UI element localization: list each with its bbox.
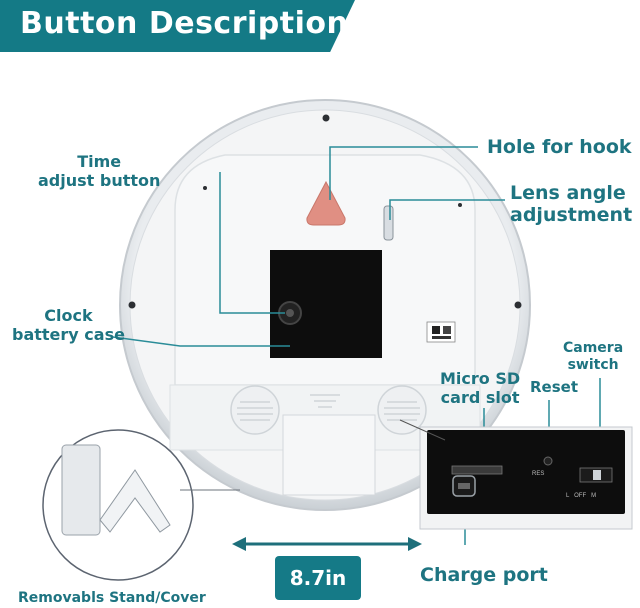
vent-mark [310,394,340,408]
label-lens: Lens angle adjustment [510,182,633,226]
label-reset: Reset [530,378,578,396]
stand-illustration [61,444,171,536]
stand-slot [282,414,376,496]
label-stand: Removabls Stand/Cover [18,590,206,606]
zoom-connector [399,419,446,441]
label-battery-case: Clock battery case [12,306,125,344]
label-camera-switch: Camera switch [563,340,624,373]
header-banner [0,0,355,52]
hook-hole [306,180,346,226]
lens-adjuster [383,205,394,241]
right-grille [377,385,427,435]
label-hook: Hole for hook [487,136,632,158]
inset-zoom [419,426,633,530]
screw-holes [128,114,522,309]
left-grille [230,385,280,435]
label-charge-port: Charge port [420,564,548,586]
dimension-arrow [232,537,422,551]
res-marking: RES [532,471,545,477]
label-time-adjust: Time adjust button [38,152,161,190]
switch-marking: L OFF M [566,493,597,499]
dimension-badge: 8.7in [275,556,361,600]
label-sd-slot: Micro SD card slot [440,369,521,407]
banner-title: Button Description [20,6,349,41]
